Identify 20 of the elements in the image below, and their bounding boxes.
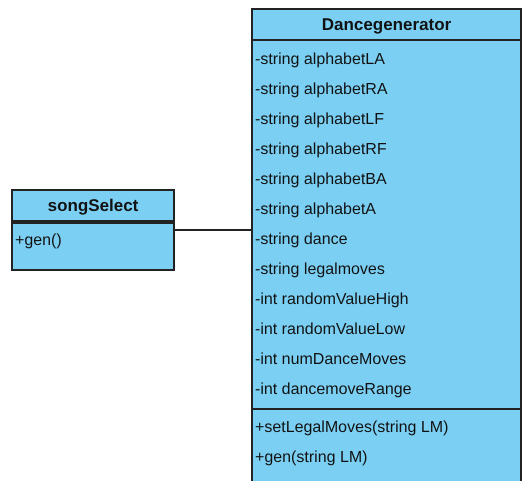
class-attribute: -string legalmoves [255, 261, 385, 279]
class-attribute: -string alphabetLF [255, 111, 384, 129]
class-name: Dancegenerator [320, 15, 452, 35]
class-method: +gen() [15, 232, 62, 250]
class-attribute: -int numDanceMoves [255, 351, 406, 369]
class-box [251, 8, 522, 481]
class-attribute: -int randomValueHigh [255, 291, 409, 309]
class-attribute: -string alphabetBA [255, 171, 387, 189]
class-box [11, 189, 175, 271]
class-method: +gen(string LM) [255, 449, 368, 467]
class-attribute: -string alphabetRA [255, 81, 388, 99]
class-method: +setLegalMoves(string LM) [255, 419, 448, 437]
class-attribute: -string alphabetA [255, 201, 376, 219]
class-attribute: -string alphabetLA [255, 51, 385, 69]
class-attribute: -int randomValueLow [255, 321, 406, 339]
association-line [175, 229, 251, 231]
class-attribute: -string alphabetRF [255, 141, 387, 159]
class-attribute: -int dancemoveRange [255, 381, 412, 399]
class-name: songSelect [46, 196, 140, 216]
class-attribute: -string dance [255, 231, 348, 249]
